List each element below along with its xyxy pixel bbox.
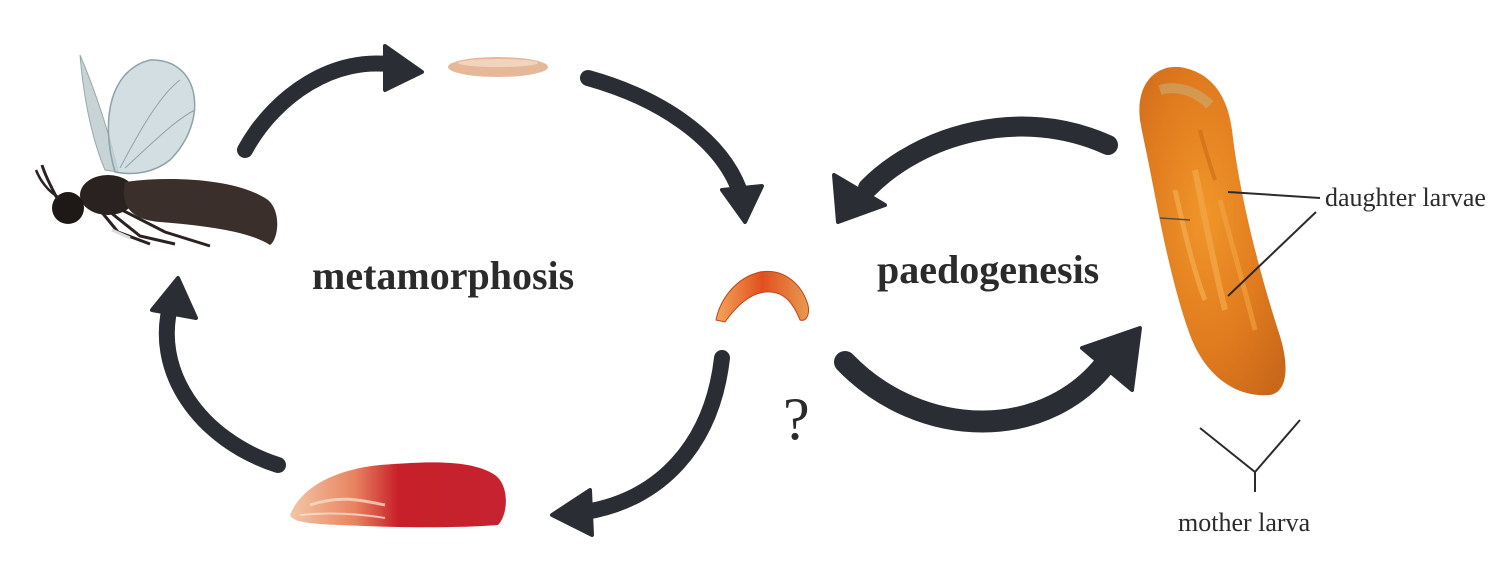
arrow-egg-to-larva [580, 70, 764, 224]
adult-midge-icon [34, 54, 278, 248]
pointer-lines [1199, 191, 1321, 492]
mother-larva-icon [1139, 66, 1286, 396]
paedogenesis-label: paedogenesis [877, 247, 1100, 292]
mother-larva-label: mother larva [1178, 508, 1311, 537]
daughter-larvae-label: daughter larvae [1325, 183, 1486, 212]
egg-icon [448, 57, 548, 77]
mother-bracket [1199, 419, 1301, 474]
pupa-icon [290, 462, 506, 528]
arrow-mother-to-larva [832, 116, 1118, 224]
metamorphosis-label: metamorphosis [312, 253, 575, 298]
daughter-pointer-line-1 [1227, 191, 1321, 199]
arrow-pupa-to-adult [150, 276, 286, 473]
larva-icon [715, 270, 809, 323]
arrow-adult-to-egg [237, 44, 424, 158]
question-mark: ? [783, 386, 810, 452]
arrow-larva-to-pupa [550, 350, 730, 537]
arrow-larva-to-mother [834, 326, 1142, 433]
daughter-pointer-line-2 [1227, 211, 1317, 297]
